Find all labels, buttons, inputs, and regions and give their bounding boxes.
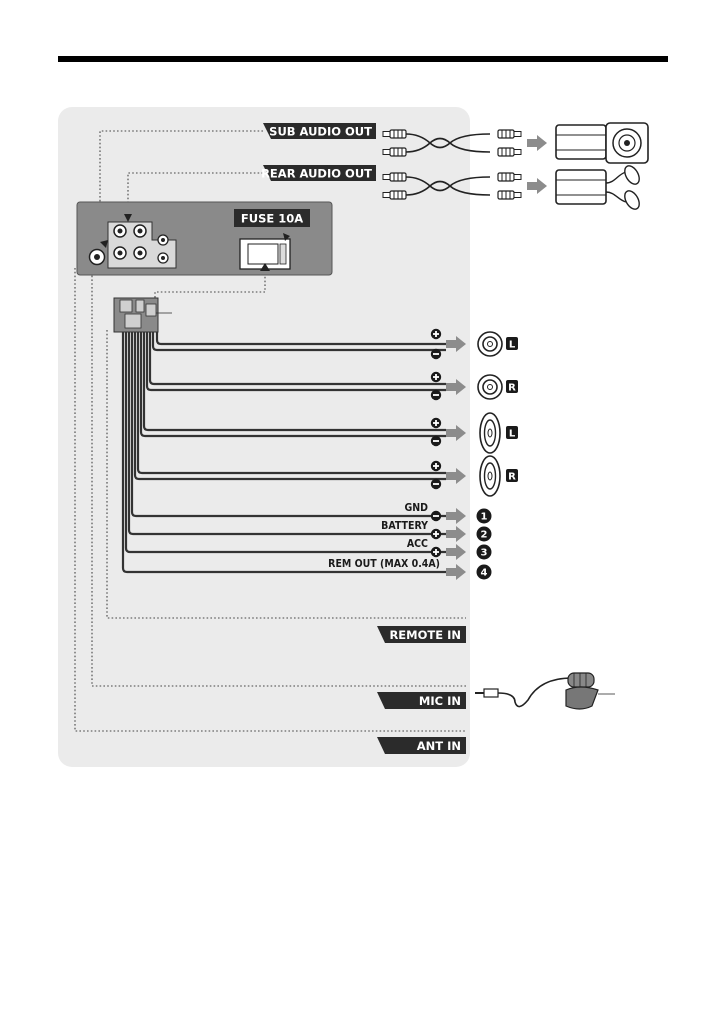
header-rule xyxy=(58,56,668,62)
svg-text:SUB AUDIO OUT: SUB AUDIO OUT xyxy=(269,125,372,139)
svg-text:REMOTE IN: REMOTE IN xyxy=(389,628,461,642)
svg-text:FUSE 10A: FUSE 10A xyxy=(241,212,303,226)
speaker-tag-front-left: L xyxy=(506,337,518,351)
svg-text:REAR AUDIO OUT: REAR AUDIO OUT xyxy=(261,167,372,181)
svg-text:L: L xyxy=(509,340,516,351)
svg-text:3: 3 xyxy=(481,548,488,559)
speaker-tag-front-right: R xyxy=(506,380,518,394)
svg-text:1: 1 xyxy=(481,512,488,523)
svg-text:MIC IN: MIC IN xyxy=(419,694,461,708)
wire-label-battery: BATTERY xyxy=(381,520,428,532)
label-sub-audio-out: SUB AUDIO OUT xyxy=(263,123,376,139)
label-ant-in: ANT IN xyxy=(377,737,466,754)
svg-text:4: 4 xyxy=(481,568,488,579)
badge-2: 2 xyxy=(477,527,492,542)
svg-text:R: R xyxy=(508,472,516,483)
speaker-front-right-icon xyxy=(478,375,502,399)
label-remote-in: REMOTE IN xyxy=(377,626,466,643)
speaker-tag-rear-right: R xyxy=(506,469,518,483)
rear-amplifier-icon xyxy=(556,163,642,211)
speaker-front-left-icon xyxy=(478,332,502,356)
svg-text:ANT IN: ANT IN xyxy=(417,739,461,753)
label-rear-audio-out: REAR AUDIO OUT xyxy=(261,165,376,181)
wire-label-acc: ACC xyxy=(407,538,428,550)
wire-label-gnd: GND xyxy=(404,502,428,514)
svg-text:L: L xyxy=(509,429,516,440)
label-mic-in: MIC IN xyxy=(377,692,466,709)
wire-label-rem-out: REM OUT (MAX 0.4A) xyxy=(328,558,440,570)
speaker-rear-left-icon xyxy=(480,413,500,453)
svg-text:2: 2 xyxy=(481,530,488,541)
amplifier-icon xyxy=(556,125,606,159)
subwoofer-icon xyxy=(606,123,648,163)
label-fuse: FUSE 10A xyxy=(234,209,310,227)
microphone-icon xyxy=(475,673,615,709)
speaker-rear-right-icon xyxy=(480,456,500,496)
speaker-tag-rear-left: L xyxy=(506,426,518,440)
badge-3: 3 xyxy=(477,545,492,560)
badge-4: 4 xyxy=(477,565,492,580)
svg-text:R: R xyxy=(508,383,516,394)
badge-1: 1 xyxy=(477,509,492,524)
